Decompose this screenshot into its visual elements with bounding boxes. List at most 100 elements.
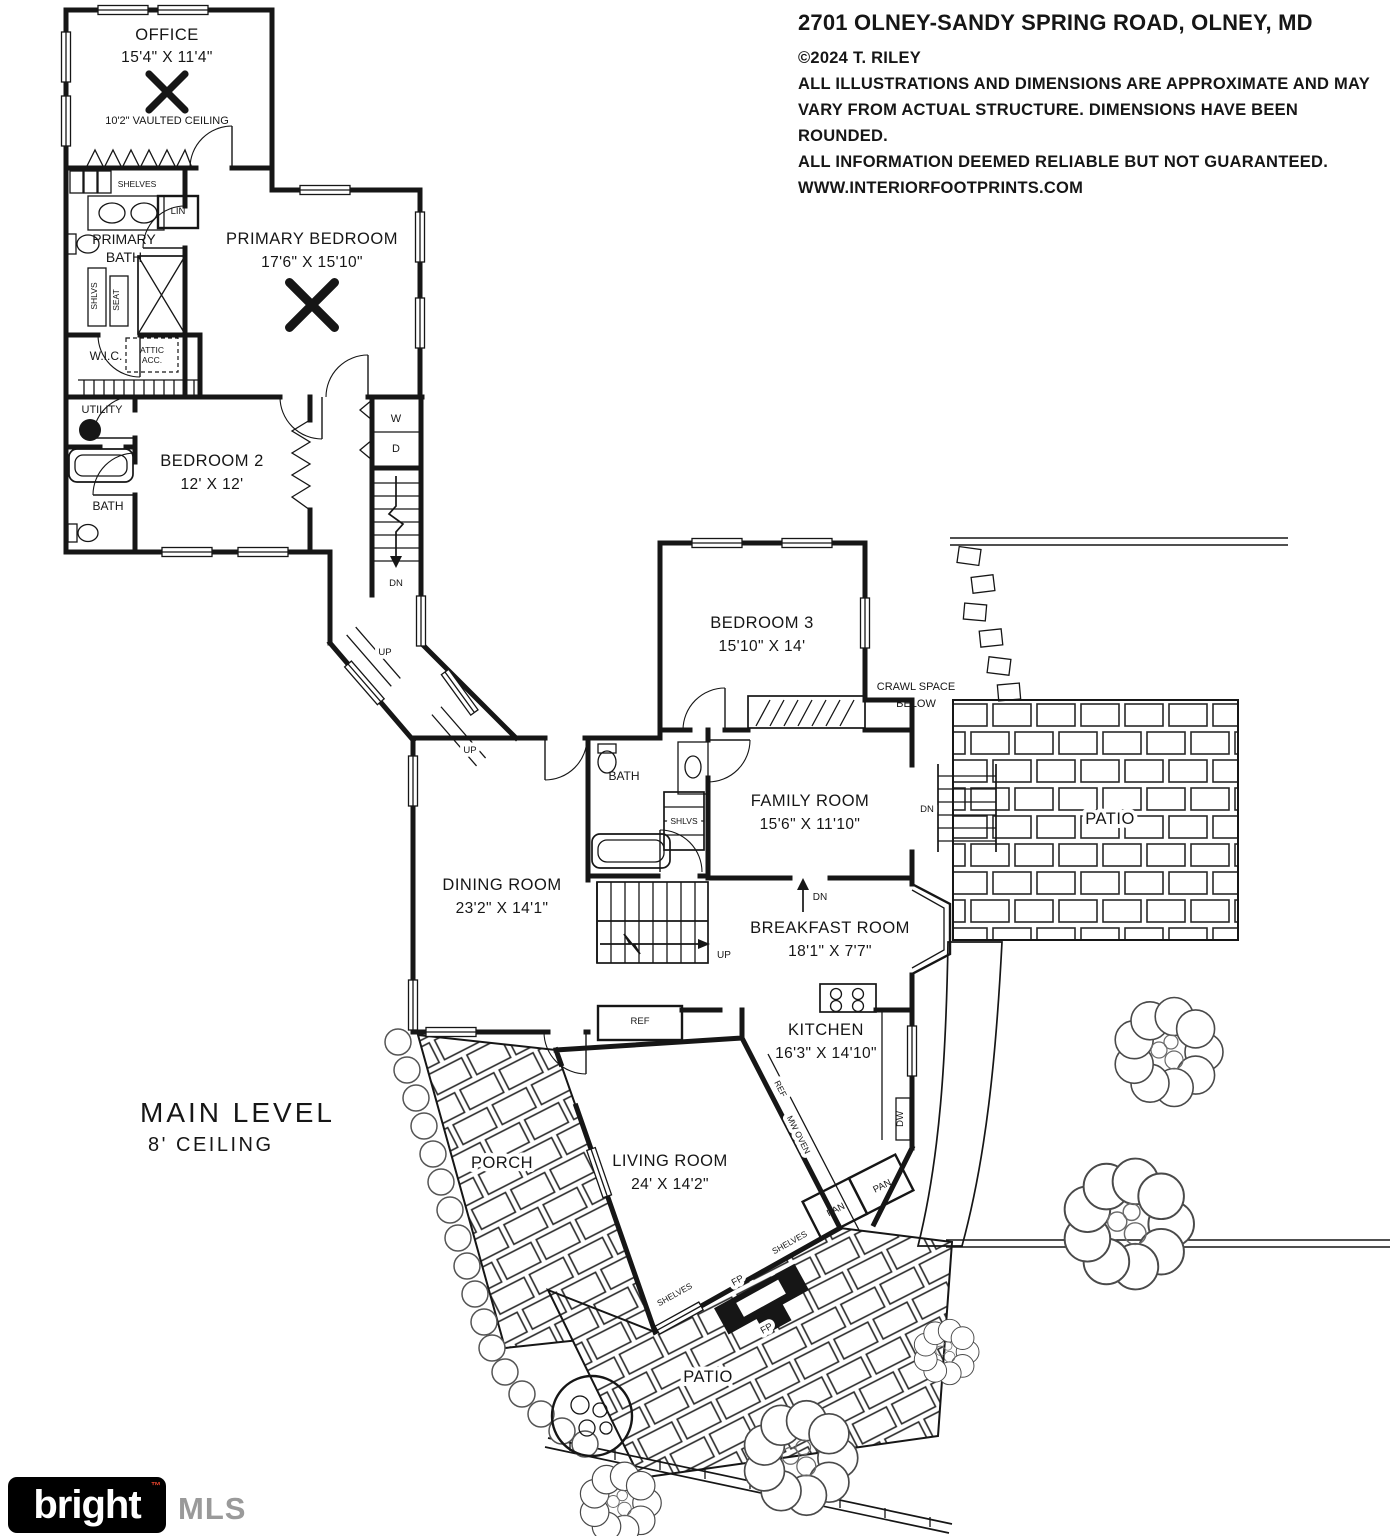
fireplace <box>714 1263 810 1335</box>
ref-label: REF <box>631 1016 650 1027</box>
toilet-icon <box>67 523 78 543</box>
office-dims: 15'4" X 11'4" <box>121 49 213 66</box>
window-icon <box>407 755 419 807</box>
breakfast-dn-label: DN <box>813 892 827 903</box>
brightmls-logo: bright ™ MLS <box>8 1477 246 1533</box>
refrigerator-icon <box>596 1004 684 1042</box>
stairs-dn-label: DN <box>389 578 403 589</box>
toilet-icon <box>597 743 617 754</box>
disclaimer-line-1: ALL ILLUSTRATIONS AND DIMENSIONS ARE APP… <box>798 75 1370 93</box>
disclaimer-line-2: VARY FROM ACTUAL STRUCTURE. DIMENSIONS H… <box>798 101 1298 145</box>
ceiling-fans <box>149 74 335 328</box>
kitchen-dims: 16'3" X 14'10" <box>775 1045 877 1062</box>
wic-label: W.I.C. <box>90 349 123 363</box>
shlvs-label: SHLVS <box>670 816 698 826</box>
primary-bedroom-dims: 17'6" X 15'10" <box>261 254 363 271</box>
office-ceiling-note: 10'2" VAULTED CEILING <box>105 115 229 127</box>
patio-steps <box>937 764 997 852</box>
dishwasher-icon <box>895 1097 911 1141</box>
main-bath-label: BATH <box>608 769 639 783</box>
toilet-icon <box>597 750 617 774</box>
living-room-dims: 24' X 14'2" <box>631 1176 709 1193</box>
level-ceiling-text: 8' CEILING <box>148 1134 274 1156</box>
toilet-icon <box>76 234 100 254</box>
door-arc <box>682 687 726 731</box>
shelf-boxes <box>69 170 112 194</box>
washer-dryer-closet <box>358 399 421 461</box>
toilet-icon <box>77 523 99 543</box>
window-icon <box>343 660 385 706</box>
planter <box>550 1374 634 1458</box>
bedroom2-label: BEDROOM 2 <box>160 452 264 470</box>
level-title-text: MAIN LEVEL <box>140 1097 335 1128</box>
window-icon <box>97 4 149 16</box>
property-address: 2701 OLNEY-SANDY SPRING ROAD, OLNEY, MD <box>798 10 1313 35</box>
main-stairs <box>596 881 710 964</box>
linen-label: LIN <box>171 206 186 217</box>
corridor-steps <box>346 626 487 767</box>
door-arc <box>707 739 751 783</box>
shelves-label: SHELVES <box>118 179 157 189</box>
family-room-dims: 15'6" X 11'10" <box>760 816 861 833</box>
bright-logo-box: bright ™ <box>8 1477 166 1533</box>
dining-room-label: DINING ROOM <box>442 876 561 894</box>
attic-access-label2: ACC. <box>142 355 162 365</box>
bedroom3-label: BEDROOM 3 <box>710 614 814 632</box>
window-icon <box>60 31 72 83</box>
breakfast-room-dims: 18'1" X 7'7" <box>788 943 872 960</box>
door-arc <box>325 354 369 398</box>
wic-interior <box>78 337 198 396</box>
disclaimer-line-3: ALL INFORMATION DEEMED RELIABLE BUT NOT … <box>798 153 1329 171</box>
window-icon <box>781 537 833 549</box>
bedroom3-closet <box>747 695 866 729</box>
stepping-stones <box>956 545 1022 702</box>
primary-bedroom-label: PRIMARY BEDROOM <box>226 230 398 248</box>
steps-up-label: UP <box>463 745 476 756</box>
window-icon <box>859 597 871 649</box>
shelves-label: SHELVES <box>655 1280 694 1308</box>
window-icon <box>691 537 743 549</box>
window-icon <box>415 595 427 647</box>
title-block: 2701 OLNEY-SANDY SPRING ROAD, OLNEY, MD … <box>798 10 1392 201</box>
door-arc <box>189 125 233 169</box>
water-heater-icon <box>79 419 101 441</box>
kitchen-fixtures <box>596 983 911 1233</box>
bedroom2-bifold <box>290 419 312 511</box>
dw-label: DW <box>895 1111 906 1127</box>
side-patio-surface <box>952 699 1239 941</box>
breakfast-room-label: BREAKFAST ROOM <box>750 919 910 937</box>
utility-fixtures <box>79 419 101 441</box>
washer-label: W <box>391 413 402 425</box>
tree-icon <box>1114 996 1224 1108</box>
porch-label: PORCH <box>471 1154 533 1172</box>
dryer-label: D <box>392 443 400 455</box>
office-label: OFFICE <box>135 26 199 44</box>
window-icon <box>60 95 72 147</box>
window-icon <box>906 1025 918 1077</box>
shower-icon <box>137 255 186 335</box>
seat-label: SEAT <box>111 289 121 311</box>
hedge <box>384 1028 599 1458</box>
door-arc <box>544 737 588 781</box>
walkway <box>916 941 1003 1247</box>
main-stairs-up-label: UP <box>717 950 731 961</box>
primary-bath-label: PRIMARY <box>92 231 156 247</box>
window-icon <box>157 4 209 16</box>
pantries: PAN PAN <box>800 1152 916 1240</box>
mls-wordmark: MLS <box>178 1491 247 1526</box>
level-title: MAIN LEVEL 8' CEILING <box>140 1097 335 1156</box>
window-icon <box>237 546 289 558</box>
door-arc <box>279 396 323 440</box>
dining-room-dims: 23'2" X 14'1" <box>456 900 549 917</box>
ref-label: REF <box>772 1079 789 1099</box>
window-icon <box>161 546 213 558</box>
cooktop-icon <box>819 983 877 1013</box>
crawl-space-label2: BELOW <box>896 698 936 710</box>
window-icon <box>299 184 351 196</box>
bedroom3-dims: 15'10" X 14' <box>719 638 806 655</box>
window-icon <box>425 1026 477 1038</box>
rear-patio-label: PATIO <box>683 1368 733 1386</box>
copyright-line: ©2024 T. RILEY <box>798 49 921 67</box>
toilet-icon <box>65 233 77 255</box>
window-icon <box>414 211 426 263</box>
